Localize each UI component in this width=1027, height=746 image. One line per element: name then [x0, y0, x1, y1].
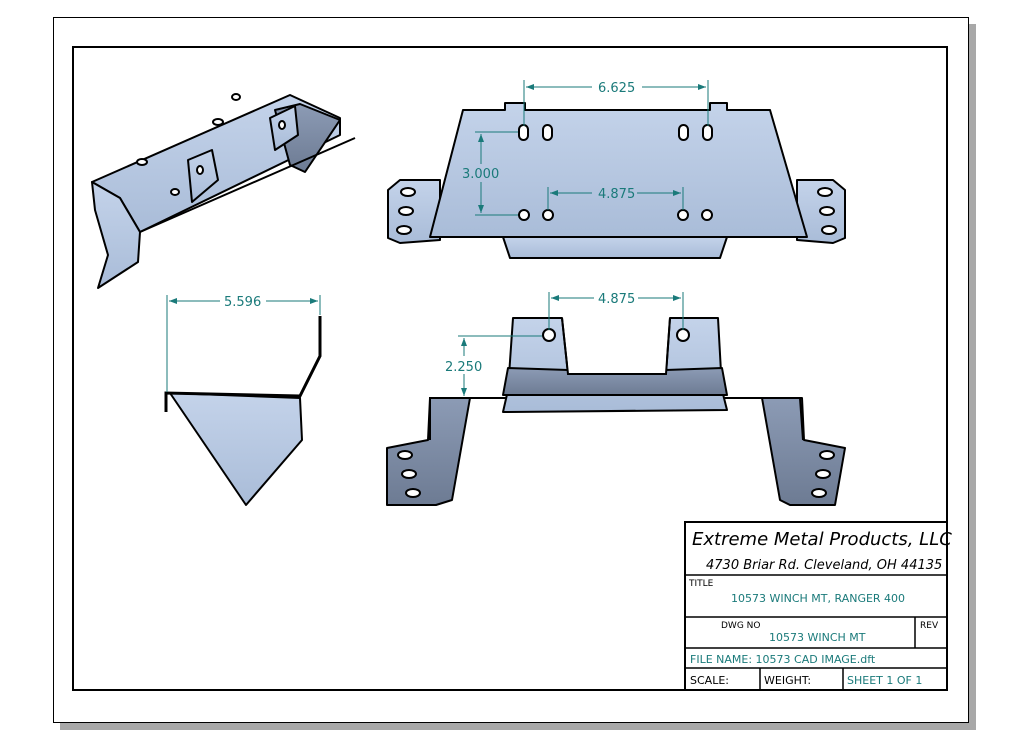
isometric-view	[91, 93, 356, 289]
dim-top-vertical: 3.000	[462, 167, 499, 182]
drawing-frame	[72, 46, 948, 691]
company-name: Extreme Metal Products, LLC	[692, 529, 952, 550]
dim-top-inner: 4.875	[598, 187, 635, 202]
sheet-number: SHEET 1 OF 1	[847, 674, 922, 687]
dwg-value: 10573 WINCH MT	[769, 631, 866, 644]
scale-label: SCALE:	[690, 674, 729, 687]
title-label: TITLE	[688, 579, 714, 589]
rev-label: REV	[920, 621, 939, 631]
front-view: 4.875 2.250	[386, 292, 846, 506]
company-address: 4730 Briar Rd. Cleveland, OH 44135	[706, 558, 942, 573]
dwg-label: DWG NO	[721, 621, 760, 631]
dim-top-width: 6.625	[598, 81, 635, 96]
top-view: 6.625 3.000 4.875	[387, 80, 846, 259]
dim-front-inner: 4.875	[598, 292, 635, 307]
dim-side-width: 5.596	[224, 295, 261, 310]
file-name: FILE NAME: 10573 CAD IMAGE.dft	[690, 653, 876, 666]
dim-front-height: 2.250	[445, 360, 482, 375]
title-value: 10573 WINCH MT, RANGER 400	[731, 592, 905, 605]
weight-label: WEIGHT:	[764, 674, 811, 687]
side-view: 5.596	[164, 295, 322, 506]
title-block	[684, 521, 948, 691]
